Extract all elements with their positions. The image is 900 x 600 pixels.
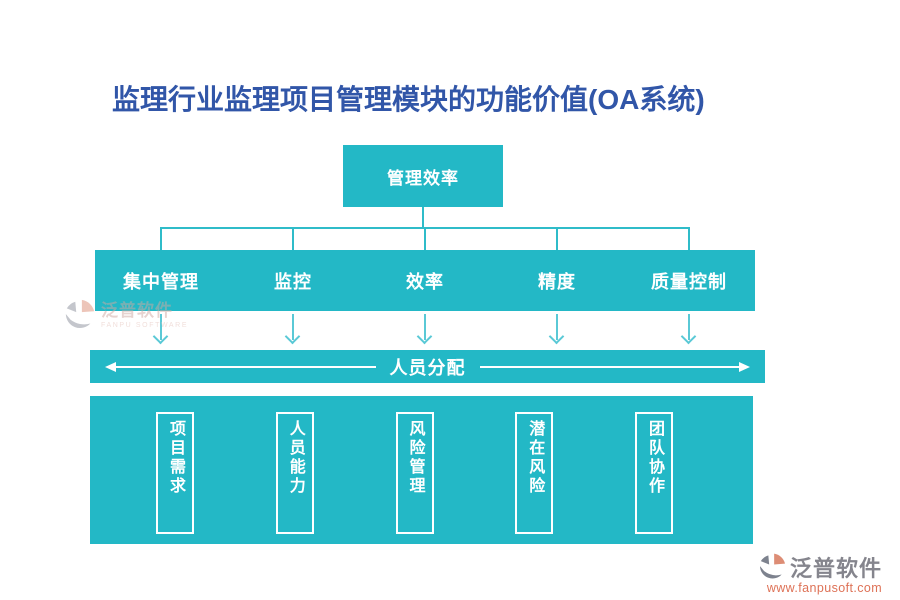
vertical-label: 人员能力 (286, 420, 304, 496)
node-precision: 精度 (538, 271, 576, 292)
down-arrow-icon (556, 314, 558, 340)
arrow-left-icon (105, 361, 116, 372)
down-arrow-icon (416, 328, 433, 345)
connector-drop-2 (292, 227, 294, 250)
fanpu-swoosh-icon (65, 299, 95, 329)
node-project-requirements: 项目需求 (156, 412, 194, 534)
down-arrow-icon (160, 314, 162, 340)
node-management-efficiency: 管理效率 (343, 145, 503, 207)
arrow-right-icon (739, 361, 750, 372)
node-risk-management: 风险管理 (395, 412, 434, 534)
down-arrow-icon (292, 314, 294, 340)
node-potential-risk: 潜在风险 (515, 412, 554, 534)
vertical-label: 团队协作 (646, 420, 663, 496)
connector-drop-3 (424, 227, 426, 250)
node-personnel-capability: 人员能力 (275, 412, 314, 534)
node-monitoring: 监控 (274, 271, 312, 292)
watermark-subtext: FANPU SOFTWARE (101, 322, 189, 329)
down-arrow-icon (424, 314, 426, 340)
bottom-section: 项目需求 人员能力 风险管理 潜在风险 团队协作 (90, 396, 753, 544)
connector-stub (422, 207, 424, 228)
allocation-label: 人员分配 (389, 357, 466, 378)
arrow-shaft-right (479, 365, 739, 368)
node-quality-control: 质量控制 (651, 271, 727, 292)
vertical-label: 潜在风险 (526, 420, 544, 496)
footer-logo: 泛普软件 www.fanpusoft.com (757, 551, 882, 595)
node-centralized-management: 集中管理 (123, 271, 199, 292)
fanpu-swoosh-icon (760, 553, 785, 579)
vertical-label: 风险管理 (406, 420, 424, 496)
arrow-shaft-left (116, 365, 376, 368)
down-arrow-icon (680, 328, 697, 345)
down-arrow-icon (548, 328, 565, 345)
connector-drop-5 (688, 227, 690, 250)
connector-drop-4 (556, 227, 558, 250)
down-arrow-icon (688, 314, 690, 340)
allocation-bar: 人员分配 (90, 350, 765, 383)
connector-drop-1 (160, 227, 162, 250)
page-title: 监理行业监理项目管理模块的功能价值(OA系统) (112, 84, 705, 115)
level2-bar: 集中管理 监控 效率 精度 质量控制 (95, 250, 755, 311)
vertical-label: 项目需求 (167, 420, 184, 496)
footer-url: www.fanpusoft.com (766, 581, 883, 595)
node-efficiency: 效率 (406, 271, 444, 292)
node-team-collaboration: 团队协作 (635, 412, 673, 534)
footer-brand: 泛普软件 (790, 556, 883, 581)
down-arrow-icon (152, 328, 169, 345)
down-arrow-icon (284, 328, 301, 345)
